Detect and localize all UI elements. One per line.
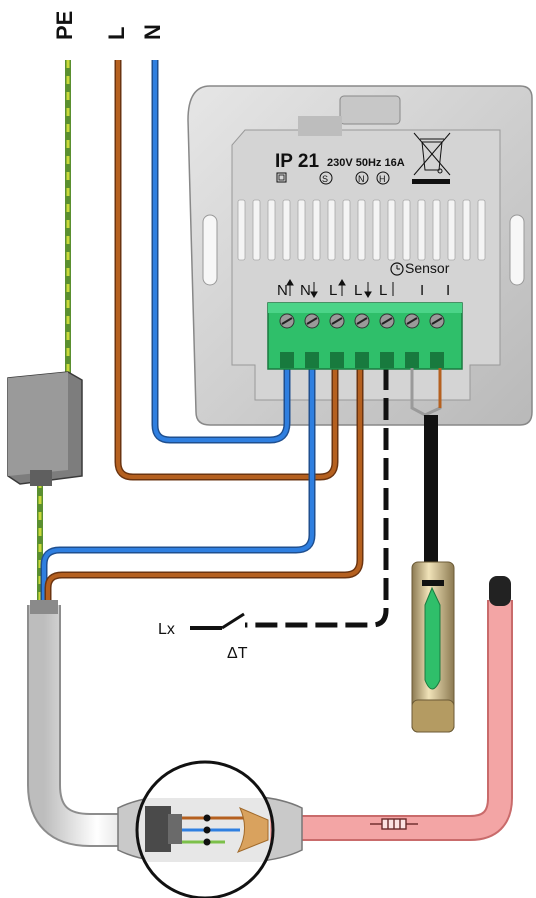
weee-bin-icon xyxy=(413,132,451,176)
cable-end-cap xyxy=(489,576,511,606)
vent-slots xyxy=(237,199,486,261)
sensor-cable xyxy=(424,415,438,565)
sensor-label: Sensor xyxy=(405,260,450,276)
clock-icon xyxy=(390,262,404,276)
ip-rating: IP 21 xyxy=(275,151,319,172)
heating-cable xyxy=(300,600,513,841)
terminal-label-6: I xyxy=(420,282,424,299)
lx-wire xyxy=(245,368,389,628)
switch-contact xyxy=(221,612,245,630)
joint-magnifier xyxy=(135,760,275,898)
terminal-label-1: N xyxy=(277,282,288,299)
symbol-s: S xyxy=(322,174,328,184)
symbol-n: N xyxy=(358,174,365,184)
terminal-label-5: L xyxy=(379,282,387,299)
pe-label: PE xyxy=(52,11,77,40)
resistor-icon xyxy=(370,818,418,830)
terminal-label-2: N xyxy=(300,282,311,299)
delta-t-label: ΔT xyxy=(227,645,248,662)
l-label: L xyxy=(104,27,129,40)
electrical-rating: 230V 50Hz 16A xyxy=(327,157,405,169)
terminal-label-4: L xyxy=(354,282,362,299)
lx-label: Lx xyxy=(158,621,175,638)
floor-sensor-probe xyxy=(411,561,455,733)
terminal-label-3: L xyxy=(329,282,337,299)
n-label: N xyxy=(140,24,165,40)
pe-junction-box xyxy=(7,371,83,486)
direction-arrows xyxy=(286,279,394,298)
terminal-block xyxy=(267,302,463,370)
terminal-label-7: I xyxy=(446,282,450,299)
double-insulation-icon xyxy=(276,172,287,183)
symbol-h: H xyxy=(379,174,386,184)
